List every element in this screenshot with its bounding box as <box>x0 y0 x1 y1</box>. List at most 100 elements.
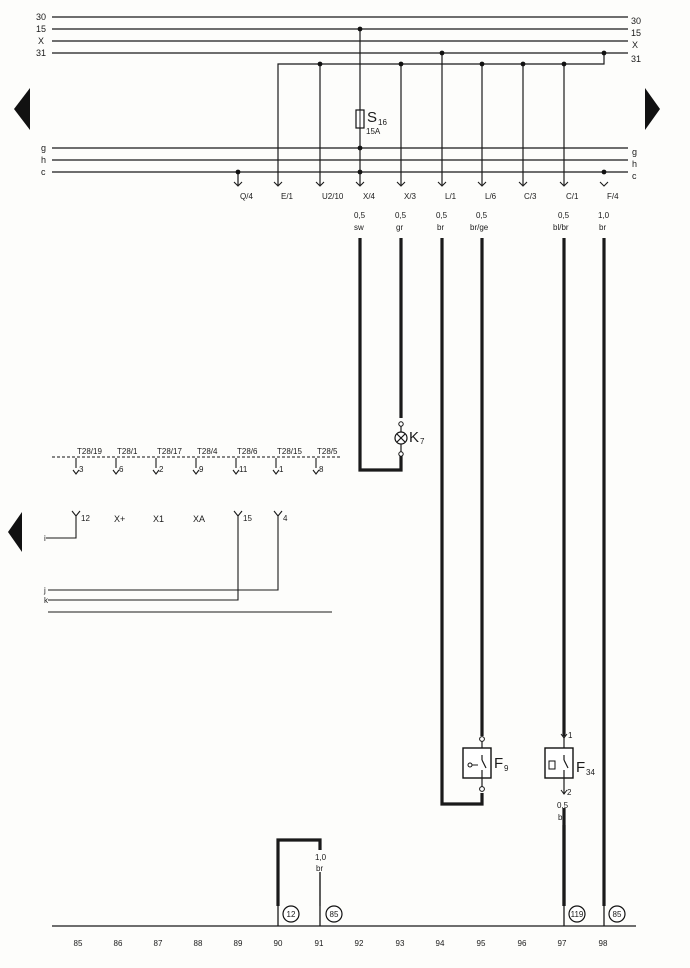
signal-label-h-left: h <box>41 155 46 165</box>
track-92: 92 <box>355 939 364 948</box>
lower-pins: 12 X+ X1 XA 15 4 i j k <box>43 510 332 613</box>
switch-f34-pin-1: 1 <box>568 731 573 740</box>
bus-label-31-left: 31 <box>36 48 46 58</box>
ground-point-85-a <box>325 905 343 923</box>
track-87: 87 <box>154 939 163 948</box>
wire-runs <box>276 238 606 906</box>
wire-specs: 0,5 sw 0,5 gr 0,5 br 0,5 br/ge 0,5 bl/br… <box>354 211 610 232</box>
signal-label-c-left: c <box>41 167 46 177</box>
wire-size-c1: 0,5 <box>558 211 570 220</box>
switch-f34-name: F <box>576 759 585 776</box>
wire-size-l6: 0,5 <box>476 211 488 220</box>
ground-point-85-b <box>608 905 626 923</box>
prev-page-arrow-icon[interactable] <box>14 88 30 130</box>
track-90: 90 <box>274 939 283 948</box>
plug-pin-3: 3 <box>79 465 84 474</box>
bus-lines: 30 15 X 31 30 15 X 31 <box>36 12 641 64</box>
ground-point-85-a-label: 85 <box>330 910 339 919</box>
ground-points: 12 85 119 85 <box>282 905 626 923</box>
wire-color-l6: br/ge <box>470 223 489 232</box>
track-98: 98 <box>599 939 608 948</box>
plug-label-t28-4: T28/4 <box>197 447 218 456</box>
bus-label-x-left: X <box>38 36 44 46</box>
switch-f34: 1 2 F 34 0,5 br <box>544 731 595 822</box>
plug-pin-9: 9 <box>199 465 204 474</box>
lower-pin-15: 15 <box>243 514 252 523</box>
next-page-arrow-icon[interactable] <box>645 88 660 130</box>
connector-q4: Q/4 <box>240 192 253 201</box>
plug-pin-1: 1 <box>279 465 284 474</box>
fuse-name: S <box>367 109 377 126</box>
ground-point-12-label: 12 <box>287 910 296 919</box>
connector-c1: C/1 <box>566 192 579 201</box>
bus-label-30-right: 30 <box>631 16 641 26</box>
fuse-rating: 15A <box>366 127 381 136</box>
wire-size-x4: 0,5 <box>354 211 366 220</box>
wire-size-f4: 1,0 <box>598 211 610 220</box>
plug-label-t28-5: T28/5 <box>317 447 338 456</box>
ground-point-119 <box>568 905 586 923</box>
track-94: 94 <box>436 939 445 948</box>
switch-f34-wire-color: br <box>558 813 565 822</box>
side-label-k: k <box>44 596 49 605</box>
lower-pin-12: 12 <box>81 514 90 523</box>
side-label-j: j <box>43 586 46 595</box>
connector-x3: X/3 <box>404 192 417 201</box>
lower-pin-x1: X1 <box>153 514 164 524</box>
track-97: 97 <box>558 939 567 948</box>
track-numbers: 85 86 87 88 89 90 91 92 93 94 95 96 97 9… <box>74 939 608 948</box>
connector-e1: E/1 <box>281 192 294 201</box>
track-93: 93 <box>396 939 405 948</box>
connector-f4: F/4 <box>607 192 619 201</box>
ground-bus <box>52 906 636 927</box>
switch-f34-wire-size: 0,5 <box>557 801 569 810</box>
wire-color-f4: br <box>599 223 606 232</box>
ground-wire-size: 1,0 <box>315 853 327 862</box>
track-86: 86 <box>114 939 123 948</box>
plug-label-t28-17: T28/17 <box>157 447 182 456</box>
plug-pin-6: 6 <box>119 465 124 474</box>
switch-f9: F 9 <box>462 736 509 792</box>
prev-section-arrow-icon[interactable] <box>8 512 22 552</box>
connector-x4: X/4 <box>363 192 376 201</box>
plug-label-t28-15: T28/15 <box>277 447 302 456</box>
signal-lines: g h c g h c <box>41 143 637 181</box>
plug-t28: T28/19 T28/1 T28/17 T28/4 T28/6 T28/15 T… <box>52 447 340 475</box>
ground-point-85-b-label: 85 <box>613 910 622 919</box>
wire-color-x3: gr <box>396 223 403 232</box>
lower-pin-4: 4 <box>283 514 288 523</box>
connector-c3: C/3 <box>524 192 537 201</box>
track-88: 88 <box>194 939 203 948</box>
signal-label-g-left: g <box>41 143 46 153</box>
plug-label-t28-19: T28/19 <box>77 447 102 456</box>
bus-label-15-right: 15 <box>631 28 641 38</box>
signal-label-h-right: h <box>632 159 637 169</box>
plug-label-t28-6: T28/6 <box>237 447 258 456</box>
ground-wire-color: br <box>316 864 323 873</box>
track-85: 85 <box>74 939 83 948</box>
lamp-k7: K 7 <box>394 421 425 457</box>
bus-label-30-left: 30 <box>36 12 46 22</box>
ground-rail <box>235 26 607 185</box>
connector-l1: L/1 <box>445 192 457 201</box>
connector-u2-10: U2/10 <box>322 192 344 201</box>
track-91: 91 <box>315 939 324 948</box>
plug-pin-2: 2 <box>159 465 164 474</box>
signal-label-c-right: c <box>632 171 637 181</box>
switch-f34-sub: 34 <box>586 768 595 777</box>
side-label-i: i <box>44 534 46 543</box>
wire-color-c1: bl/br <box>553 223 569 232</box>
lamp-name: K <box>409 429 419 446</box>
track-89: 89 <box>234 939 243 948</box>
bus-label-x-right: X <box>632 40 638 50</box>
wire-size-l1: 0,5 <box>436 211 448 220</box>
wire-size-x3: 0,5 <box>395 211 407 220</box>
plug-pin-11: 11 <box>239 465 248 474</box>
plug-label-t28-1: T28/1 <box>117 447 138 456</box>
switch-f9-sub: 9 <box>504 764 509 773</box>
fuse-s16: S 16 15A <box>355 100 387 185</box>
wire-color-l1: br <box>437 223 444 232</box>
track-95: 95 <box>477 939 486 948</box>
switch-f34-pin-2: 2 <box>567 788 572 797</box>
